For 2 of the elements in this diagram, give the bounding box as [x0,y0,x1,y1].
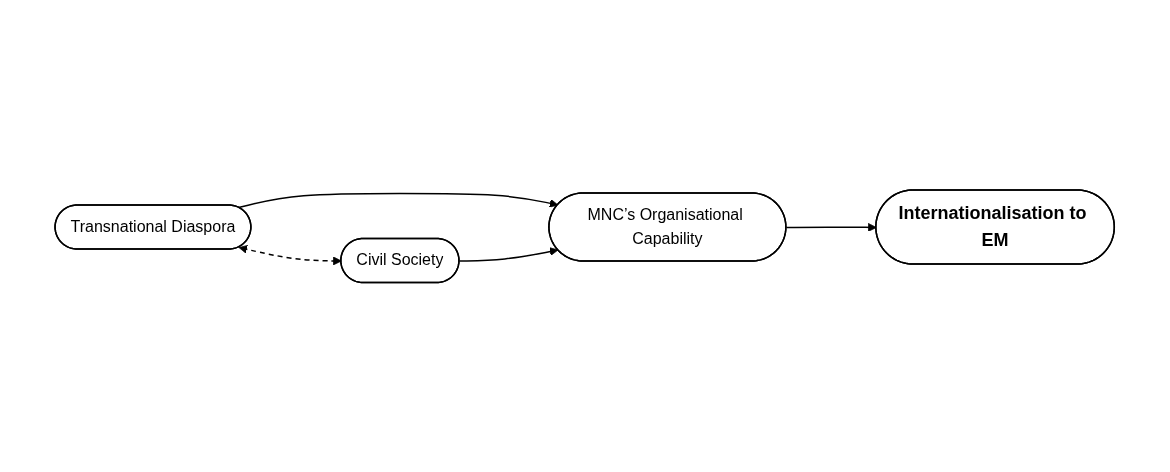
arrow [459,246,559,262]
arrow [238,192,559,209]
